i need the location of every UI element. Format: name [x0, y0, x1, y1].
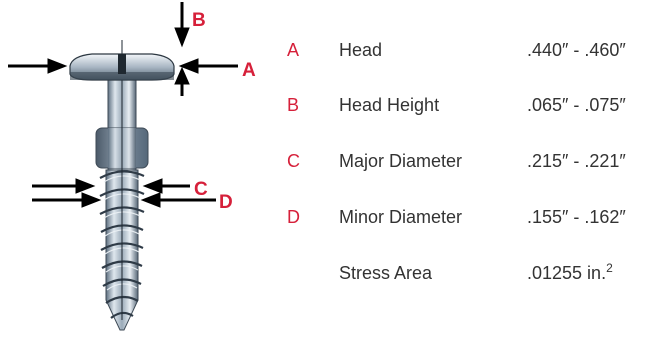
spec-row-d: D Minor Diameter .155″ - .162″: [0, 207, 668, 237]
spec-value: .155″ - .162″: [527, 207, 626, 227]
label-d: D: [219, 192, 233, 213]
spec-name: Head Height: [339, 95, 440, 115]
spec-row-a: A Head .440″ - .460″: [0, 40, 668, 70]
spec-row-stress-area: Stress Area .01255 in.2: [0, 261, 668, 293]
spec-letter: B: [287, 95, 300, 115]
spec-letter: D: [287, 207, 300, 227]
label-a: A: [242, 60, 256, 81]
spec-value: .065″ - .075″: [527, 95, 626, 115]
screw-head-slot: [118, 54, 126, 74]
label-b: B: [192, 10, 206, 31]
spec-row-b: B Head Height .065″ - .075″: [0, 95, 668, 125]
spec-name: Minor Diameter: [339, 207, 463, 227]
label-c: C: [194, 179, 208, 200]
spec-name: Major Diameter: [339, 151, 463, 171]
spec-value-stress: .01255 in.2: [527, 261, 613, 284]
stress-area-exponent: 2: [606, 261, 613, 275]
screw-diagram: B A C D: [8, 2, 256, 331]
spec-letter: C: [287, 151, 300, 171]
spec-name: Stress Area: [339, 263, 433, 283]
spec-row-c: C Major Diameter .215″ - .221″: [0, 151, 668, 181]
spec-value: .440″ - .460″: [527, 40, 626, 60]
stress-area-number: .01255 in.: [527, 263, 607, 283]
spec-name: Head: [339, 40, 383, 60]
spec-letter: A: [287, 40, 300, 60]
dimension-arrows: [8, 2, 238, 208]
spec-value: .215″ - .221″: [527, 151, 626, 171]
